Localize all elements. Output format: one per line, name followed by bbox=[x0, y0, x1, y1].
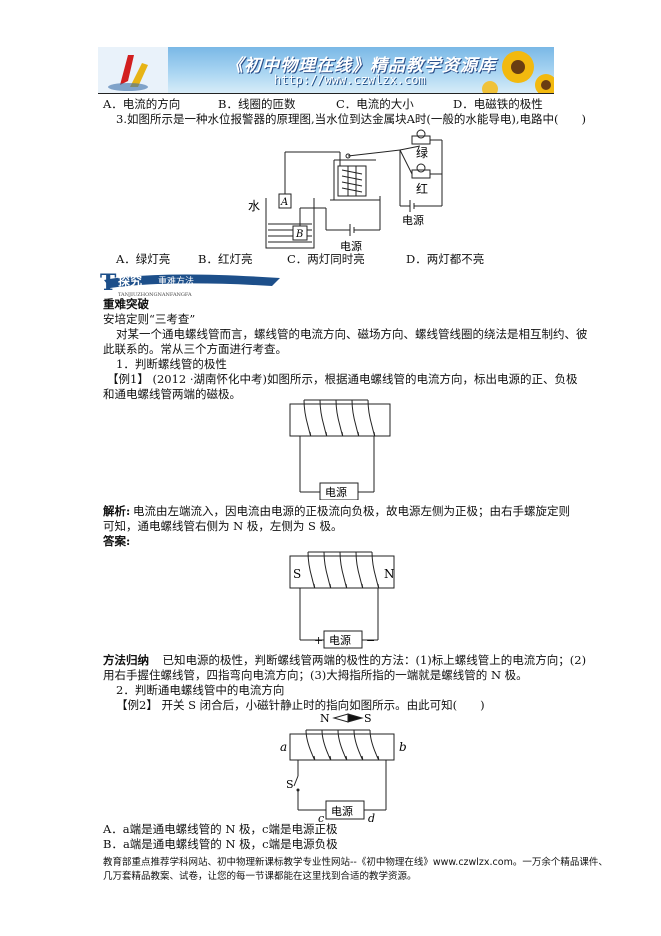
method-text-1: 已知电源的极性，判断螺线管两端的极性的方法：(1)标上螺线管上的电流方向；(2) bbox=[151, 653, 587, 667]
q3-stem: 3.如图所示是一种水位报警器的原理图,当水位到达金属块A时(一般的水能导电),电… bbox=[116, 112, 587, 126]
solenoid-figure-3: N S a b S 电源 c d bbox=[280, 712, 407, 824]
header-banner: 《初中物理在线》精品教学资源库 http://www.czwlzx.com bbox=[98, 47, 554, 93]
source-label-bottom: 电源 bbox=[340, 239, 362, 253]
electrode-b-label: B bbox=[295, 229, 303, 240]
needle-n-label: N bbox=[320, 712, 330, 725]
q3-option-b: B．红灯亮 bbox=[198, 252, 253, 266]
q2-option-b: B．线圈的匝数 bbox=[218, 97, 296, 111]
switch-s-label: S bbox=[286, 778, 294, 791]
footer-line-1: 教育部重点推荐学科网站、初中物理新课标教学专业性网站--《初中物理在线》www.… bbox=[103, 857, 608, 868]
solenoid-figure-1: 电源 bbox=[289, 399, 391, 500]
q2-option-a: A．电流的方向 bbox=[103, 97, 181, 111]
figure-1-source-label: 电源 bbox=[325, 485, 347, 499]
analysis-text-1: 电流由左端流入，因电流由电源的正极流向负极，故电源左侧为正极；由右手螺旋定则 bbox=[133, 504, 570, 518]
example-2: 【例2】 开关 S 闭合后，小磁针静止时的指向如图所示。由此可知( ) bbox=[116, 698, 485, 712]
source-label-right: 电源 bbox=[402, 213, 424, 227]
point-1: 1．判断螺线管的极性 bbox=[116, 357, 227, 371]
figure-3-source-label: 电源 bbox=[331, 804, 353, 818]
solenoid-figure-2: S N 电源 + − bbox=[289, 551, 395, 649]
rule-title: 安培定则“三考查” bbox=[103, 312, 196, 326]
footer-line-2: 几万套精品教案、试卷，让您的每一节课都能在这里找到合适的教学资源。 bbox=[103, 871, 417, 882]
logo-yellow-stroke bbox=[130, 63, 148, 87]
red-lamp-label: 红 bbox=[416, 181, 428, 196]
header-title: 《初中物理在线》精品教学资源库 bbox=[226, 56, 496, 76]
example-1-line-1: 【例1】 (2012 ·湖南怀化中考)如图所示，根据通电螺线管的电流方向，标出电… bbox=[107, 372, 578, 386]
q2-option-c: C．电流的大小 bbox=[336, 97, 414, 111]
sunflower-decor bbox=[482, 51, 554, 93]
q3-option-c: C．两灯同时亮 bbox=[287, 252, 365, 266]
figure-3-terminal-d: d bbox=[368, 812, 375, 824]
green-lamp-label: 绿 bbox=[416, 145, 428, 160]
figure-3-terminal-c: c bbox=[318, 812, 324, 824]
logo-red-stroke bbox=[120, 55, 134, 85]
analysis-line-2: 可知，通电螺线管右侧为 N 极，左侧为 S 极。 bbox=[103, 519, 343, 533]
method-line-1: 方法归纳 已知电源的极性，判断螺线管两端的极性的方法：(1)标上螺线管上的电流方… bbox=[103, 653, 586, 668]
figure-2-plus: + bbox=[314, 634, 323, 647]
section-letter: T bbox=[100, 270, 117, 296]
q3-option-a: A．绿灯亮 bbox=[116, 252, 171, 266]
header-rule bbox=[98, 93, 554, 94]
needle-s-label: S bbox=[364, 712, 372, 725]
intro-line-2: 此联系的。常从三个方面进行考查。 bbox=[103, 342, 287, 356]
example-1-line-2: 和通电螺线管两端的磁极。 bbox=[103, 387, 241, 401]
water-alarm-diagram: 绿 红 水 A B 电源 电源 bbox=[248, 129, 443, 253]
banner-art bbox=[98, 47, 554, 93]
method-label: 方法归纳 bbox=[103, 653, 149, 667]
analysis-label: 解析: bbox=[103, 504, 131, 518]
method-line-2: 用右手握住螺线管，四指弯向电流方向；(3)大拇指所指的一端就是螺线管的 N 极。 bbox=[103, 668, 528, 682]
example-2-option-b: B．a端是通电螺线管的 N 极，c端是电源负极 bbox=[103, 837, 338, 851]
header-url: http://www.czwlzx.com bbox=[274, 73, 426, 87]
section-banner: T 探究 重难方法 TANJIUZHONGNANFANGFA bbox=[100, 266, 300, 298]
figure-2-pole-n: N bbox=[384, 567, 395, 581]
q2-option-d: D．电磁铁的极性 bbox=[453, 97, 543, 111]
section-pinyin: TANJIUZHONGNANFANGFA bbox=[118, 292, 192, 298]
answer-label: 答案: bbox=[103, 534, 131, 548]
intro-line-1: 对某一个通电螺线管而言，螺线管的电流方向、磁场方向、螺线管线圈的绕法是相互制约、… bbox=[116, 327, 588, 341]
figure-2-source-label: 电源 bbox=[329, 633, 351, 647]
point-2: 2．判断通电螺线管中的电流方向 bbox=[116, 683, 285, 697]
section-title: 探究 bbox=[118, 273, 142, 288]
figure-3-end-a: a bbox=[280, 740, 287, 754]
section-subtitle: 重难方法 bbox=[158, 275, 194, 287]
section-banner-art: T 探究 重难方法 TANJIUZHONGNANFANGFA bbox=[100, 270, 280, 298]
figure-3-end-b: b bbox=[399, 740, 407, 754]
figure-2-minus: − bbox=[366, 634, 375, 647]
example-2-option-a: A．a端是通电螺线管的 N 极，c端是电源正极 bbox=[103, 822, 338, 836]
figure-2-pole-s: S bbox=[293, 567, 301, 581]
electrode-a-label: A bbox=[280, 197, 288, 208]
analysis-line-1: 解析: 电流由左端流入，因电流由电源的正极流向负极，故电源左侧为正极；由右手螺旋… bbox=[103, 504, 570, 519]
q3-option-d: D．两灯都不亮 bbox=[406, 252, 485, 266]
heading-key-points: 重难突破 bbox=[103, 297, 149, 311]
water-label: 水 bbox=[248, 199, 260, 213]
